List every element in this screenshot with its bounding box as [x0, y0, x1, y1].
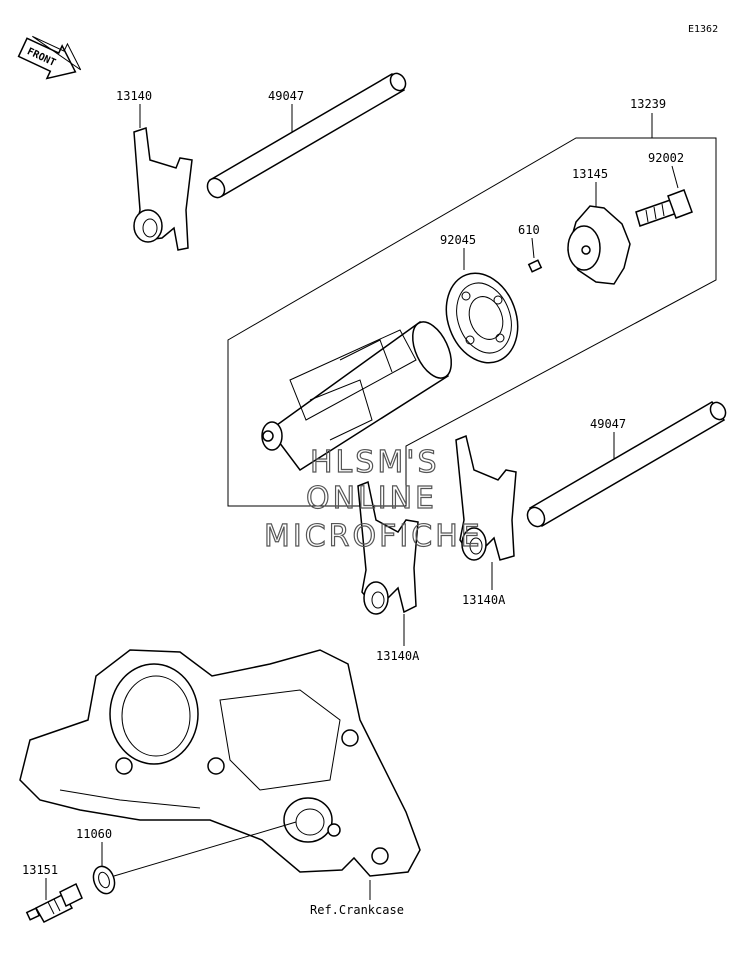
- part-label-92045: 92045: [440, 233, 476, 247]
- pin-610: [527, 259, 543, 273]
- part-label-13140a-center: 13140A: [376, 649, 420, 663]
- crankcase: [19, 649, 421, 877]
- front-arrow-icon: FRONT: [17, 35, 82, 80]
- part-label-13145: 13145: [572, 167, 608, 181]
- part-label-13140: 13140: [116, 89, 152, 103]
- part-label-13140a-right: 13140A: [462, 593, 506, 607]
- part-label-13239: 13239: [630, 97, 666, 111]
- ball-bearing-92045: [445, 272, 519, 364]
- part-label-49047-upper: 49047: [268, 89, 304, 103]
- part-label-92002: 92002: [648, 151, 684, 165]
- reference-label: Ref.Crankcase: [310, 903, 404, 917]
- leader-washer-to-case: [113, 821, 297, 877]
- shift-drum: [261, 320, 453, 472]
- shift-fork-13140a-right: [455, 434, 517, 561]
- shift-rod-upper: [206, 72, 407, 199]
- watermark-line-3: MICROFICHE: [264, 519, 483, 554]
- diagram-id: E1362: [688, 24, 718, 35]
- bolt-92002: [635, 189, 693, 227]
- washer-11060: [92, 865, 116, 895]
- assembly-bracket: [227, 113, 717, 507]
- part-label-11060: 11060: [76, 827, 112, 841]
- leader-92002: [671, 165, 679, 189]
- leader-610: [531, 237, 535, 259]
- drum-pin-plate-13145: [567, 205, 631, 285]
- watermark-line-1: HLSM'S: [310, 445, 440, 480]
- shift-rod-lower: [526, 400, 727, 528]
- part-label-49047-lower: 49047: [590, 417, 626, 431]
- part-label-13151: 13151: [22, 863, 58, 877]
- part-label-610: 610: [518, 223, 540, 237]
- shift-fork-13140a-center: [357, 480, 419, 615]
- shift-fork-13140: [133, 126, 193, 251]
- watermark: HLSM'S ONLINE MICROFICHE: [263, 444, 483, 554]
- neutral-switch-13151: [25, 882, 83, 923]
- watermark-line-2: ONLINE: [306, 481, 437, 516]
